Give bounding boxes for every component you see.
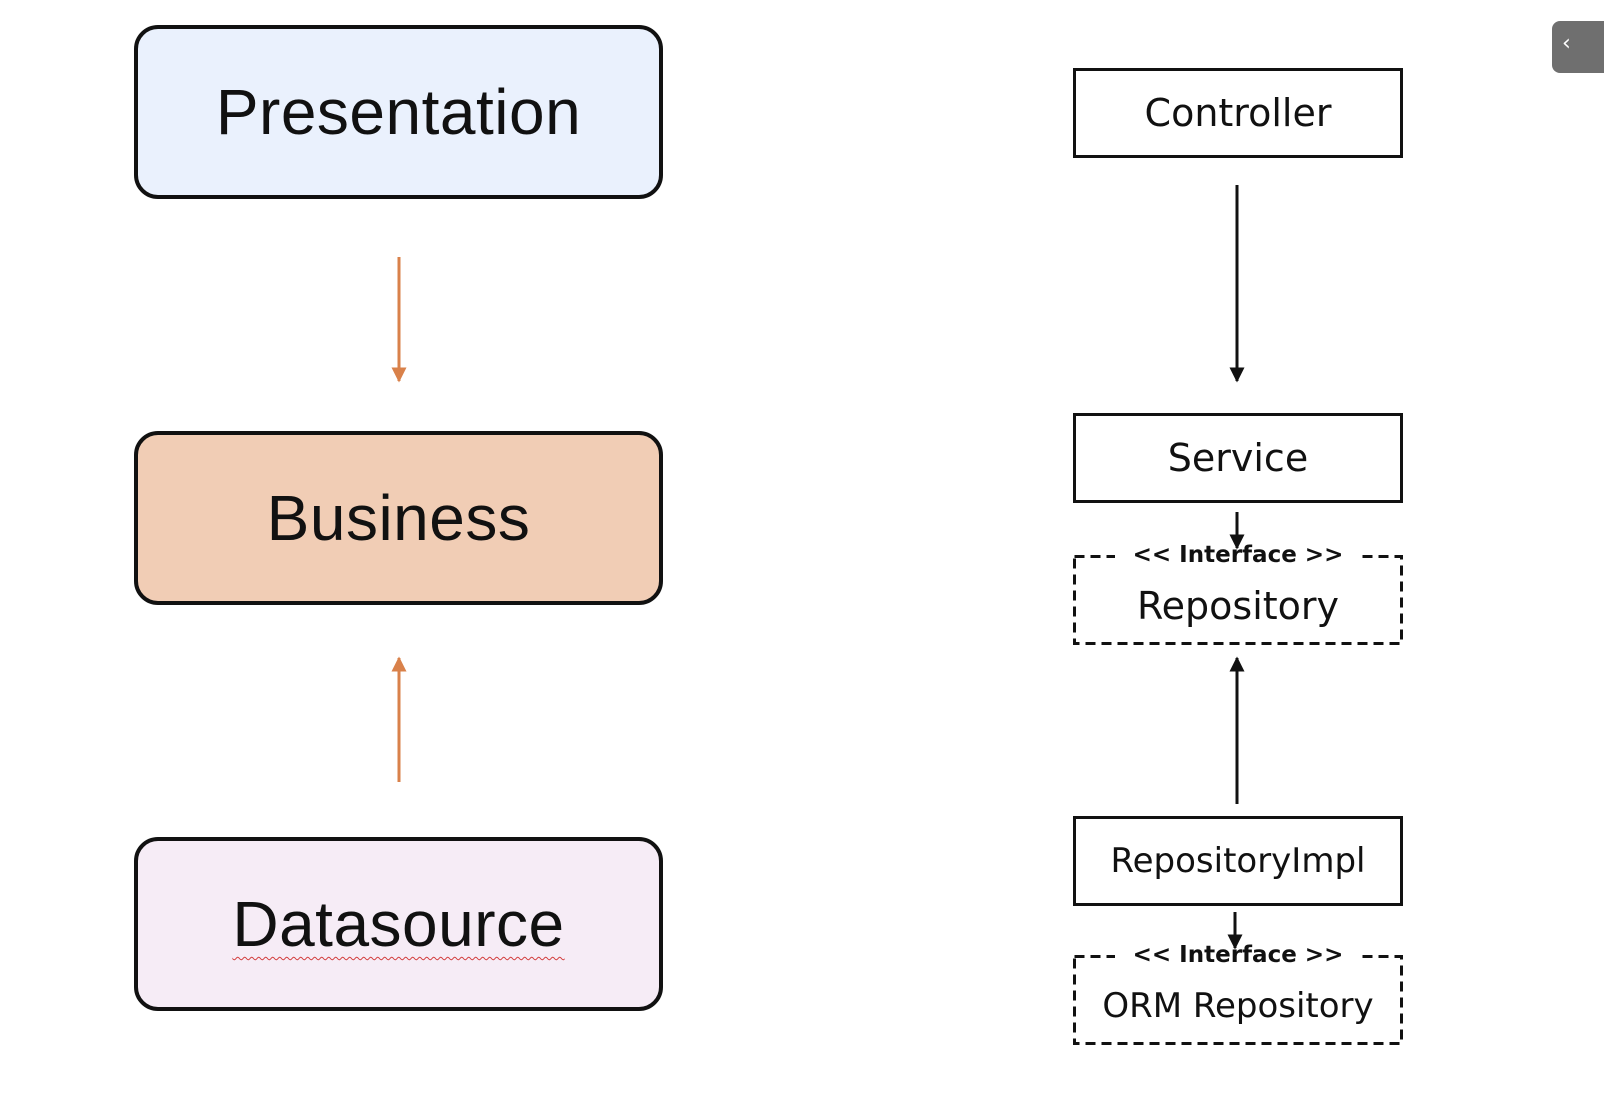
repository-impl-label: RepositoryImpl <box>1110 841 1366 881</box>
orm-repository-interface-box: << Interface >> ORM Repository <box>1073 942 1403 1045</box>
orm-repository-label: ORM Repository <box>1102 986 1374 1026</box>
repository-label: Repository <box>1136 584 1340 628</box>
service-label: Service <box>1167 436 1309 480</box>
service-box: Service <box>1073 413 1403 503</box>
repository-stereotype-text: << Interface >> <box>1114 542 1362 568</box>
orm-repository-stereotype-text: << Interface >> <box>1114 942 1362 968</box>
repository-interface-box: << Interface >> Repository <box>1073 542 1403 645</box>
presentation-layer-label: Presentation <box>215 76 582 148</box>
orm-repository-stereotype: << Interface >> <box>1073 942 1403 968</box>
side-panel-tab[interactable]: ‹ <box>1552 21 1604 73</box>
repository-impl-box: RepositoryImpl <box>1073 816 1403 906</box>
controller-box: Controller <box>1073 68 1403 158</box>
datasource-layer-label: Datasource <box>232 888 565 960</box>
datasource-layer-box: Datasource <box>134 837 663 1011</box>
repository-stereotype: << Interface >> <box>1073 542 1403 568</box>
business-layer-box: Business <box>134 431 663 605</box>
chevron-left-icon: ‹ <box>1562 31 1571 56</box>
controller-label: Controller <box>1144 91 1332 135</box>
presentation-layer-box: Presentation <box>134 25 663 199</box>
business-layer-label: Business <box>266 482 531 554</box>
